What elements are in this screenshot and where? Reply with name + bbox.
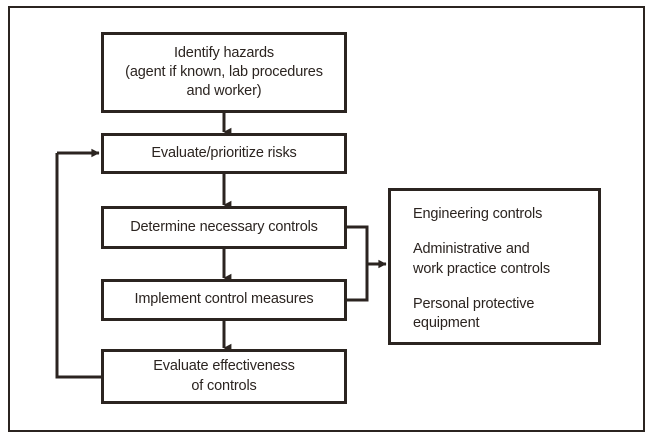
flow-node-controls-list: Engineering controls Administrative and … — [388, 188, 601, 345]
flow-node-identify-hazards: Identify hazards (agent if known, lab pr… — [101, 32, 347, 113]
control-item-line: Administrative and — [413, 241, 530, 258]
control-item-administrative: Administrative and work practice control… — [413, 240, 598, 279]
flow-node-line: Evaluate/prioritize risks — [151, 144, 297, 161]
control-item-line: work practice controls — [413, 260, 550, 277]
control-item-engineering: Engineering controls — [413, 205, 598, 224]
control-item-ppe: Personal protective equipment — [413, 295, 598, 334]
flow-node-line: of controls — [191, 377, 257, 394]
flow-node-line: (agent if known, lab procedures — [125, 63, 323, 80]
control-item-line: Personal protective — [413, 295, 535, 312]
flow-node-determine-controls: Determine necessary controls — [101, 206, 347, 249]
flow-node-implement-control-measures: Implement control measures — [101, 279, 347, 321]
flow-node-line: Identify hazards — [174, 44, 274, 61]
flow-node-line: and worker) — [186, 83, 262, 100]
flow-node-line: Evaluate effectiveness — [153, 358, 295, 375]
flow-node-line: Determine necessary controls — [130, 218, 318, 235]
flow-node-evaluate-risks: Evaluate/prioritize risks — [101, 133, 347, 174]
flow-node-evaluate-effectiveness: Evaluate effectiveness of controls — [101, 349, 347, 404]
control-item-line: Engineering controls — [413, 206, 543, 222]
control-item-line: equipment — [413, 315, 480, 332]
flow-node-line: Implement control measures — [134, 291, 314, 308]
